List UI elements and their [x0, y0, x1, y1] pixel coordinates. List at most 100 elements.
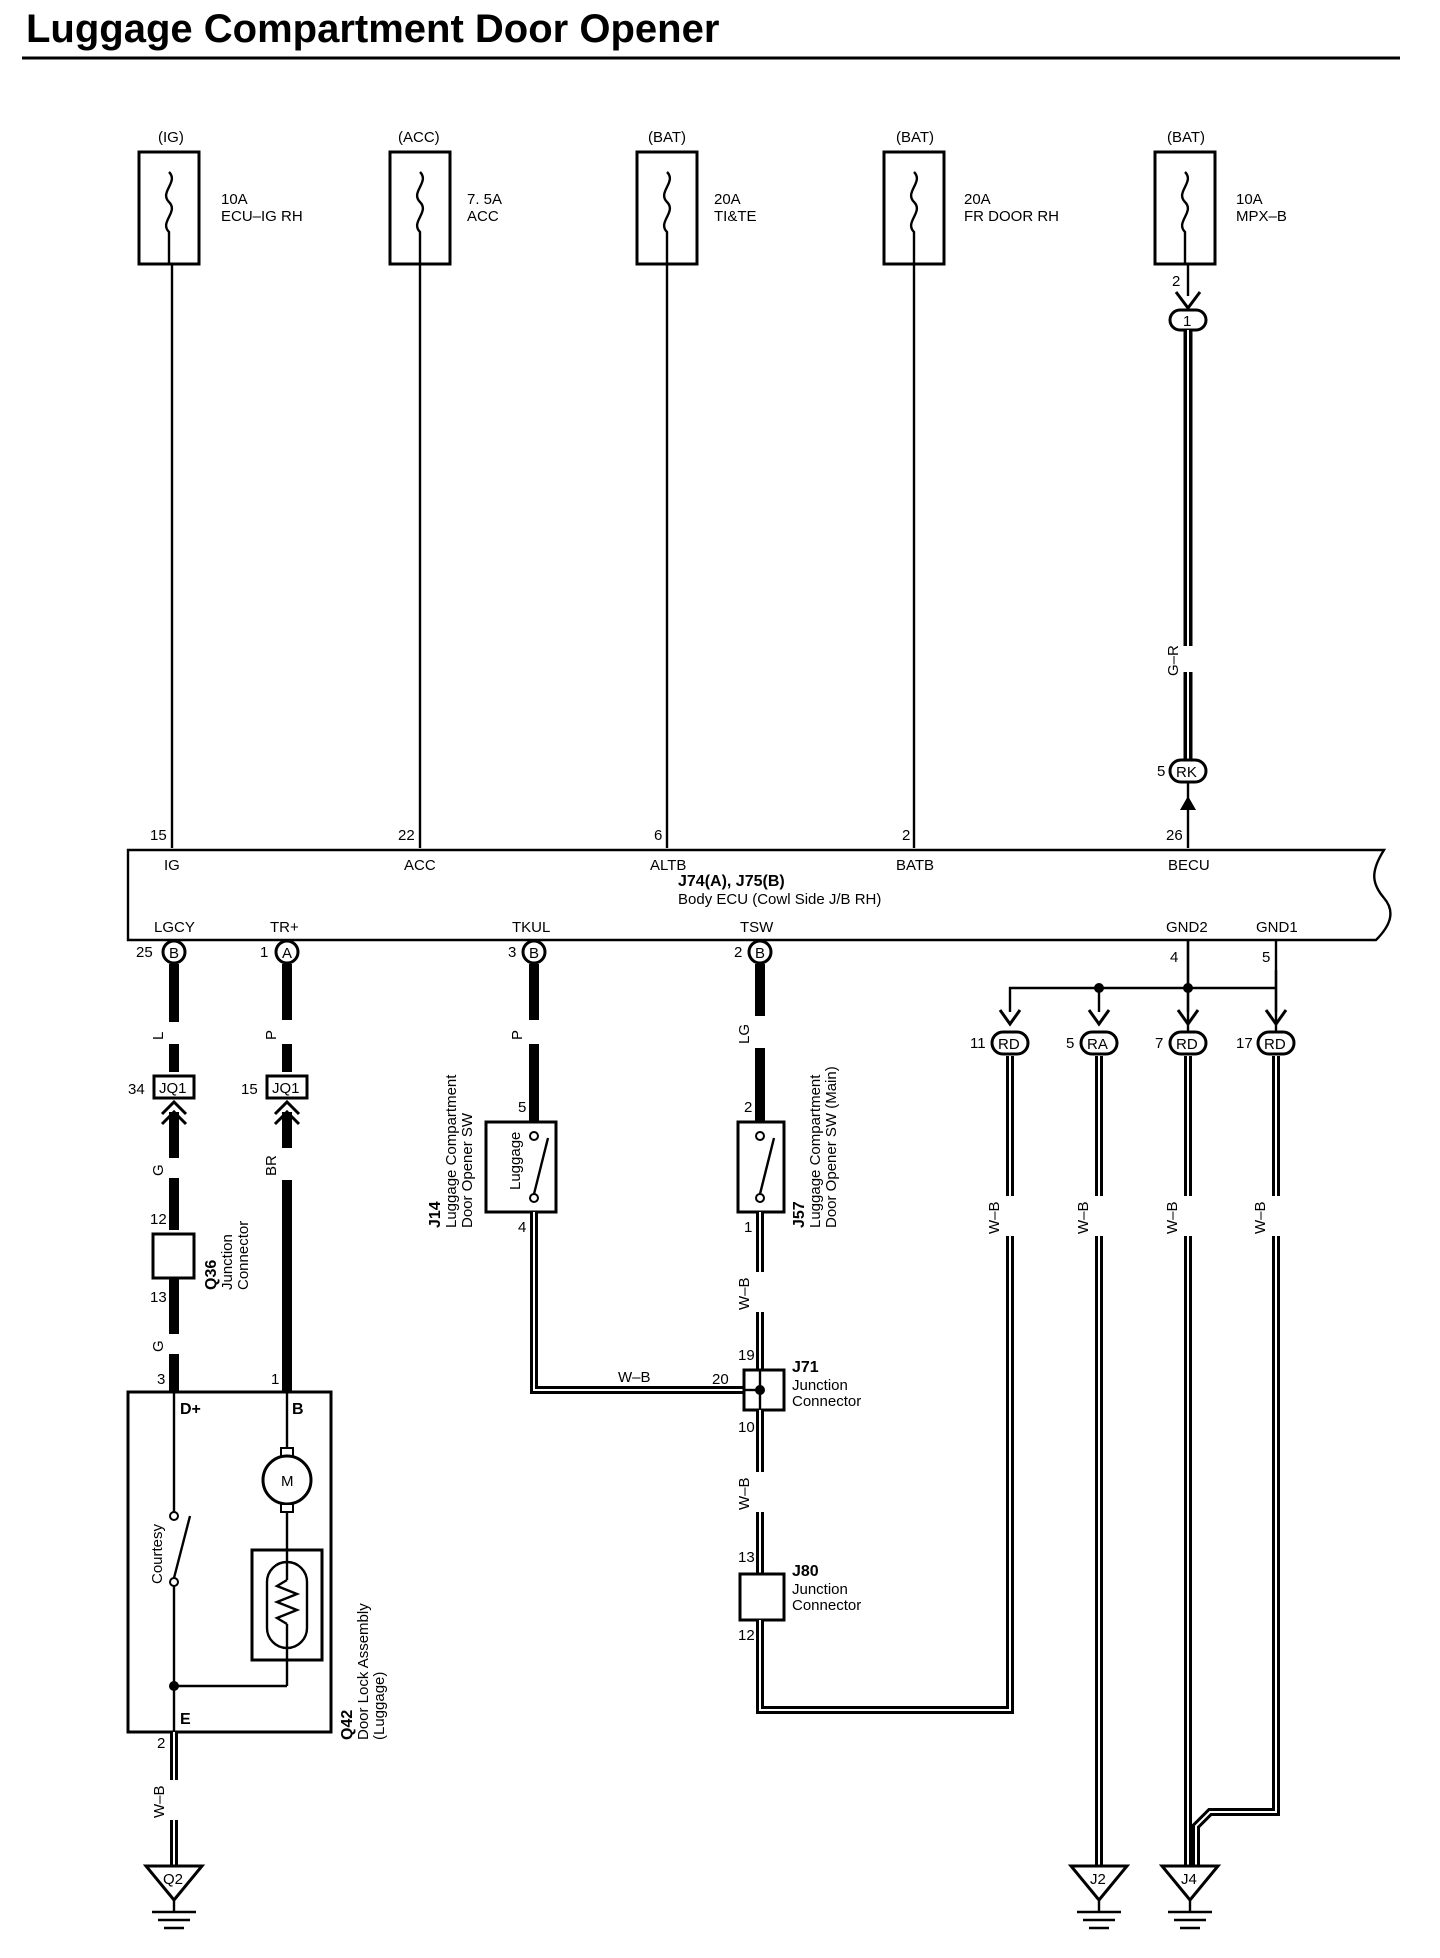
ecu-bottom-pin-label: LGCY: [154, 919, 195, 936]
ecu-bottom-pin-num: 2: [734, 944, 742, 961]
j57-pin-bot: 1: [744, 1219, 752, 1236]
gnd-conn-label: RD: [1264, 1036, 1286, 1053]
ecu-bottom-pin-conn: B: [529, 945, 539, 962]
j71-name: Connector: [792, 1393, 861, 1410]
wire-color-tkul: P: [509, 1030, 526, 1040]
fuse-name: ECU–IG RH: [221, 208, 303, 225]
wire-color-ra5: W–B: [1075, 1201, 1092, 1234]
j14-inner: Luggage: [507, 1132, 524, 1190]
main-door-opener-switch: 1 J57 Luggage Compartment Door Opener SW…: [736, 1066, 840, 1236]
j57-id: J57: [791, 1201, 808, 1228]
wire-color-j14-j71: W–B: [618, 1369, 651, 1386]
q36-name: Junction: [219, 1234, 236, 1290]
jq1-label: JQ1: [159, 1080, 187, 1097]
fuse-amp: 7. 5A: [467, 191, 502, 208]
ecu-id: J74(A), J75(B): [678, 873, 785, 890]
j57-name: Luggage Compartment: [807, 1074, 824, 1228]
q42-pin-d: 3: [157, 1371, 165, 1388]
fuse-acc: (ACC) 7. 5A ACC: [388, 129, 502, 266]
j71-pin-top: 19: [738, 1347, 755, 1364]
wire-color-trp-br: BR: [263, 1155, 280, 1176]
ecu-bottom-pin-conn: B: [169, 945, 179, 962]
fuse-amp: 20A: [964, 191, 991, 208]
door-lock-assembly: 3 1 D+ B Courtesy M E 2 Q42 Door Lock As…: [126, 1371, 388, 1752]
q36-name: Connector: [235, 1221, 252, 1290]
ecu-bottom-pin-conn: A: [282, 945, 292, 962]
j71-pin-bot: 10: [738, 1419, 755, 1436]
ecu-bottom-pin-label: TKUL: [512, 919, 550, 936]
jq1-label: JQ1: [272, 1080, 300, 1097]
ecu-top-pin-label: ACC: [404, 857, 436, 874]
ecu-bottom-pin-num: 3: [508, 944, 516, 961]
q42-id: Q42: [339, 1710, 356, 1740]
ecu-bottom-pin-conn: B: [755, 945, 765, 962]
mpx-pin-top: 2: [1172, 273, 1180, 290]
ground-label: Q2: [163, 1871, 183, 1888]
ground-j2: J2: [1067, 1864, 1131, 1930]
fuse-mpx-b: (BAT) 10A MPX–B: [1153, 129, 1287, 266]
j80-pin-top: 13: [738, 1549, 755, 1566]
j71-id: J71: [792, 1359, 819, 1376]
ecu-top-pin-label: BATB: [896, 857, 934, 874]
fuse-element-icon: [662, 171, 672, 264]
ecu-bottom-pin-label: GND1: [1256, 919, 1298, 936]
j80-name: Junction: [792, 1581, 848, 1598]
fuse-name: FR DOOR RH: [964, 208, 1059, 225]
wire-color-j57-j71: W–B: [736, 1277, 753, 1310]
q36-id: Q36: [203, 1260, 220, 1290]
wire-color-tsw: LG: [736, 1024, 753, 1044]
wire-color-lgcy-g1: G: [150, 1164, 167, 1176]
wire-color-lgcy-g2: G: [150, 1340, 167, 1352]
wire-color-trp: P: [263, 1030, 280, 1040]
gnd-conn-label: RD: [1176, 1036, 1198, 1053]
mpx-wire-color: G–R: [1165, 645, 1182, 676]
j57-name: Door Opener SW (Main): [823, 1066, 840, 1228]
fuse-source: (BAT): [896, 129, 934, 146]
fuse-amp: 10A: [221, 191, 248, 208]
fuse-fr-door-rh: (BAT) 20A FR DOOR RH: [882, 129, 1059, 266]
fuse-source: (ACC): [398, 129, 440, 146]
ecu-top-pin-num: 2: [902, 827, 910, 844]
fuse-element-icon: [415, 171, 425, 264]
j80-pin-bot: 12: [738, 1627, 755, 1644]
body-ecu: 15 22 6 2 26 IG ACC ALTB BATB BECU J74(A…: [126, 827, 1392, 942]
ground-j4: J4: [1158, 1864, 1222, 1930]
ecu-bottom-pin-num: 5: [1262, 949, 1270, 966]
connector-arrow-icon: [998, 1009, 1022, 1027]
q36-pin-top: 12: [150, 1211, 167, 1228]
ground-label: J2: [1090, 1871, 1106, 1888]
fuse-amp: 10A: [1236, 191, 1263, 208]
ecu-top-pin-label: BECU: [1168, 857, 1210, 874]
ecu-top-pin-num: 15: [150, 827, 167, 844]
fuse-element-icon: [909, 171, 919, 264]
mpx-conn-rk: RK: [1176, 764, 1197, 781]
gnd-conn-pin: 11: [970, 1035, 986, 1052]
q42-courtesy: Courtesy: [149, 1523, 166, 1584]
jq1-pin: 34: [128, 1081, 145, 1098]
wire-color-rd11: W–B: [986, 1201, 1003, 1234]
fuse-name: ACC: [467, 208, 499, 225]
ground-label: J4: [1181, 1871, 1197, 1888]
fuse-element-icon: [1180, 171, 1190, 264]
fuse-name: TI&TE: [714, 208, 757, 225]
gnd-conn-label: RD: [998, 1036, 1020, 1053]
wire-color-rd17: W–B: [1252, 1201, 1269, 1234]
ecu-top-pin-num: 6: [654, 827, 662, 844]
ecu-top-pin-label: ALTB: [650, 857, 686, 874]
gnd-conn-pin: 5: [1066, 1035, 1074, 1052]
jq1-pin: 15: [241, 1081, 258, 1098]
ecu-bottom-pin-label: TR+: [270, 919, 299, 936]
q42-pin-b: 1: [271, 1371, 279, 1388]
j71-name: Junction: [792, 1377, 848, 1394]
q42-name: Door Lock Assembly: [355, 1603, 372, 1740]
q42-pin-e: 2: [157, 1735, 165, 1752]
gnd-conn-pin: 7: [1155, 1035, 1163, 1052]
j14-pin-bot: 4: [518, 1219, 526, 1236]
ecu-bottom-pin-num: 1: [260, 944, 268, 961]
j57-pin-top: 2: [744, 1099, 752, 1116]
connector-arrow-icon: [1087, 1009, 1111, 1027]
ecu-bottom-pin-num: 25: [136, 944, 153, 961]
ecu-top-pin-num: 22: [398, 827, 415, 844]
ecu-bottom-pin-num: 4: [1170, 949, 1178, 966]
